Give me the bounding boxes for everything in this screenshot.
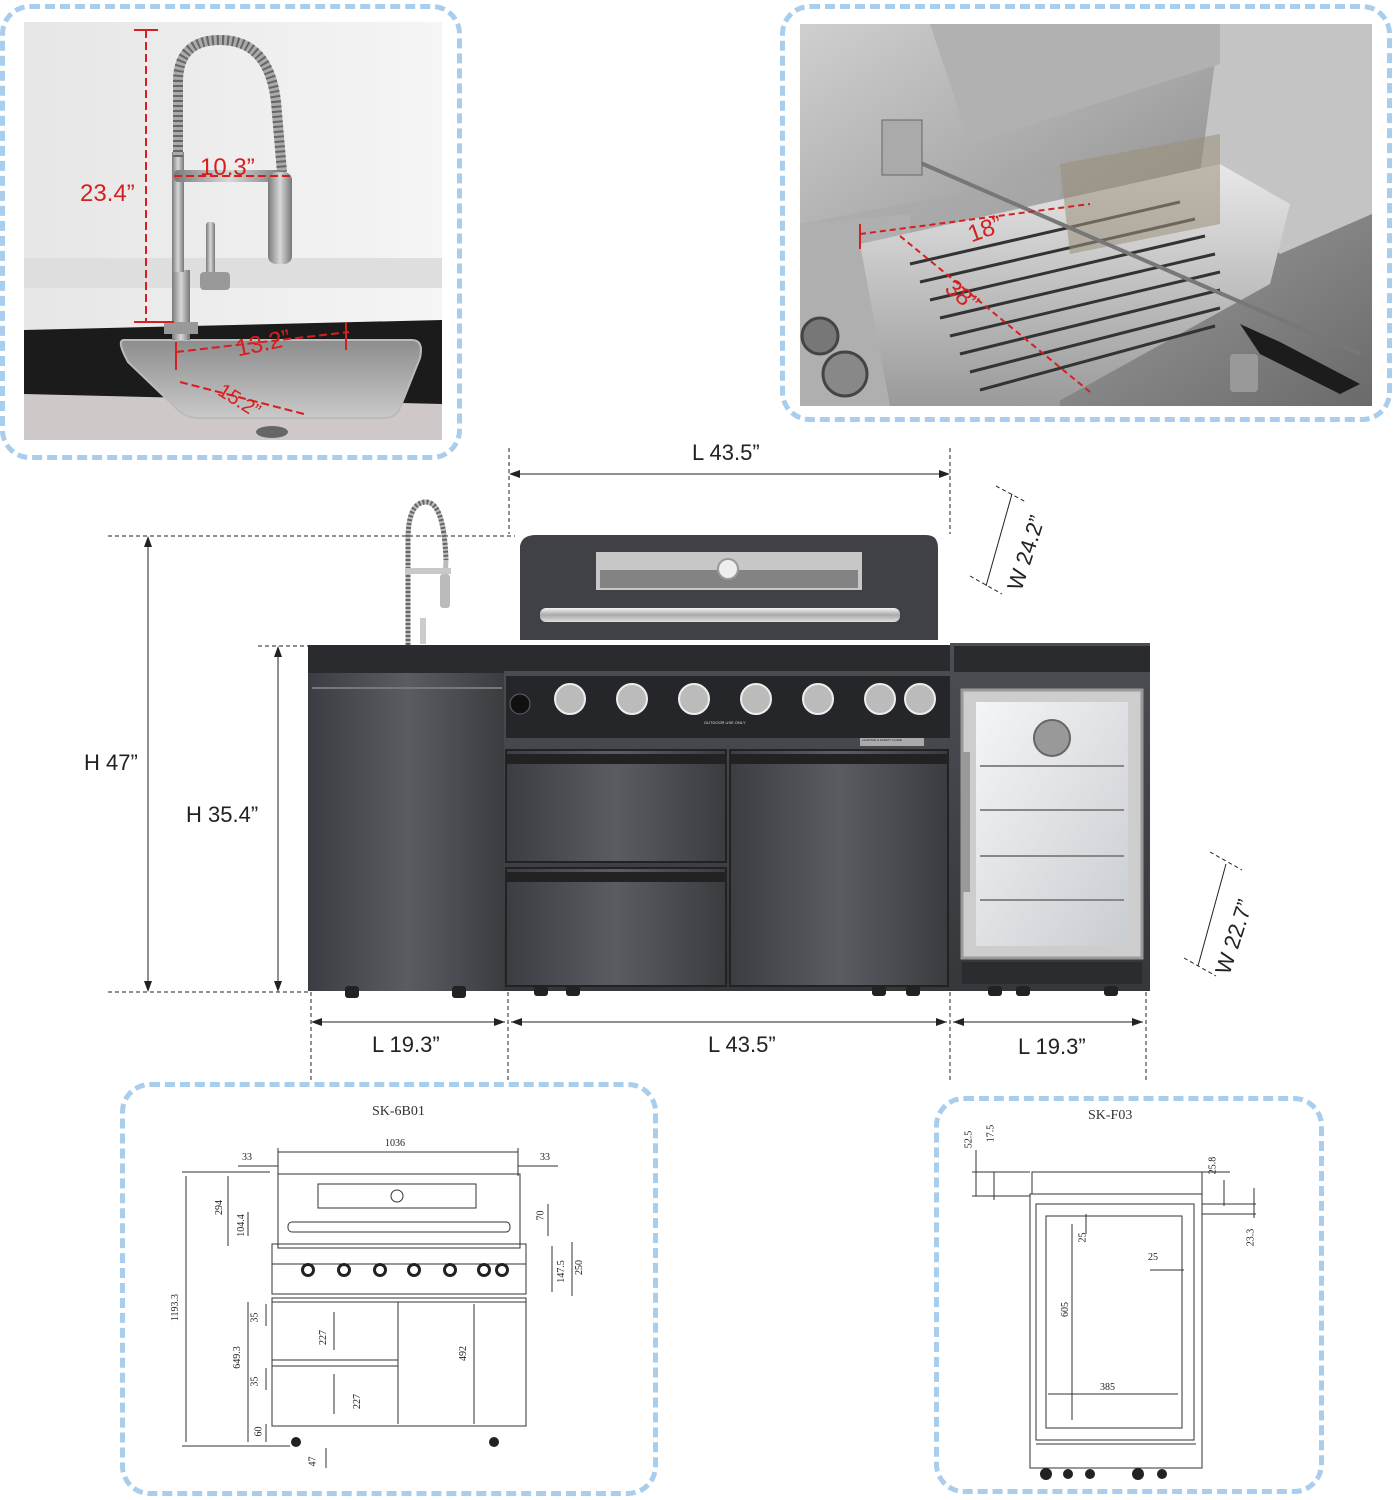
- dim-250: 250: [574, 1260, 585, 1275]
- dim-227-upper: 227: [318, 1330, 329, 1345]
- fridge-drawing-title: SK-F03: [1088, 1108, 1133, 1123]
- dim-294: 294: [214, 1200, 225, 1215]
- grill-depth-dimension: W 24.2”: [1002, 512, 1050, 594]
- dim-35-top: 35: [249, 1312, 261, 1323]
- dim-1036: 1036: [385, 1138, 405, 1149]
- dim-35-mid: 35: [249, 1376, 261, 1387]
- dim-25-inner-top: 25: [1077, 1232, 1089, 1243]
- dim-147-5: 147.5: [555, 1260, 567, 1283]
- dim-47: 47: [307, 1456, 319, 1467]
- dim-25-8: 25.8: [1207, 1156, 1219, 1175]
- fridge-drawing-panel: [934, 1096, 1324, 1494]
- dim-1193-3: 1193.3: [170, 1293, 182, 1322]
- top-length-label: L 43.5”: [692, 440, 760, 465]
- safety-plate-text: LIGHTING & SAFETY GUIDE: [862, 738, 902, 742]
- total-height-label: H 47”: [84, 750, 138, 775]
- faucet-photo: [24, 22, 442, 440]
- dim-23-3: 23.3: [1245, 1228, 1257, 1247]
- dim-385: 385: [1100, 1382, 1115, 1393]
- dim-104-4: 104.4: [235, 1214, 247, 1237]
- fridge-depth-dimension: W 22.7”: [1210, 896, 1258, 978]
- dim-25-inner-side: 25: [1148, 1252, 1158, 1263]
- faucet-height-label: 23.4”: [80, 180, 135, 207]
- grill-drawing-title: SK-6B01: [372, 1104, 425, 1119]
- faucet-reach-label: 10.3”: [200, 154, 255, 181]
- control-panel-text: OUTDOOR USE ONLY: [704, 720, 746, 725]
- dim-33-right: 33: [540, 1152, 550, 1163]
- center-length-label: L 43.5”: [708, 1032, 776, 1057]
- dim-52-5: 52.5: [963, 1130, 975, 1149]
- dim-70: 70: [535, 1210, 547, 1221]
- grill-interior-photo: [800, 24, 1372, 406]
- dim-605: 605: [1060, 1302, 1071, 1317]
- dim-227-lower: 227: [352, 1394, 363, 1409]
- dim-17-5: 17.5: [985, 1124, 997, 1143]
- left-length-label: L 19.3”: [372, 1032, 440, 1057]
- dim-33-left: 33: [242, 1152, 252, 1163]
- dim-60: 60: [253, 1426, 265, 1437]
- dim-492: 492: [458, 1346, 469, 1361]
- dim-649-3: 649.3: [231, 1346, 243, 1369]
- counter-height-label: H 35.4”: [186, 802, 259, 827]
- right-length-label: L 19.3”: [1018, 1034, 1086, 1059]
